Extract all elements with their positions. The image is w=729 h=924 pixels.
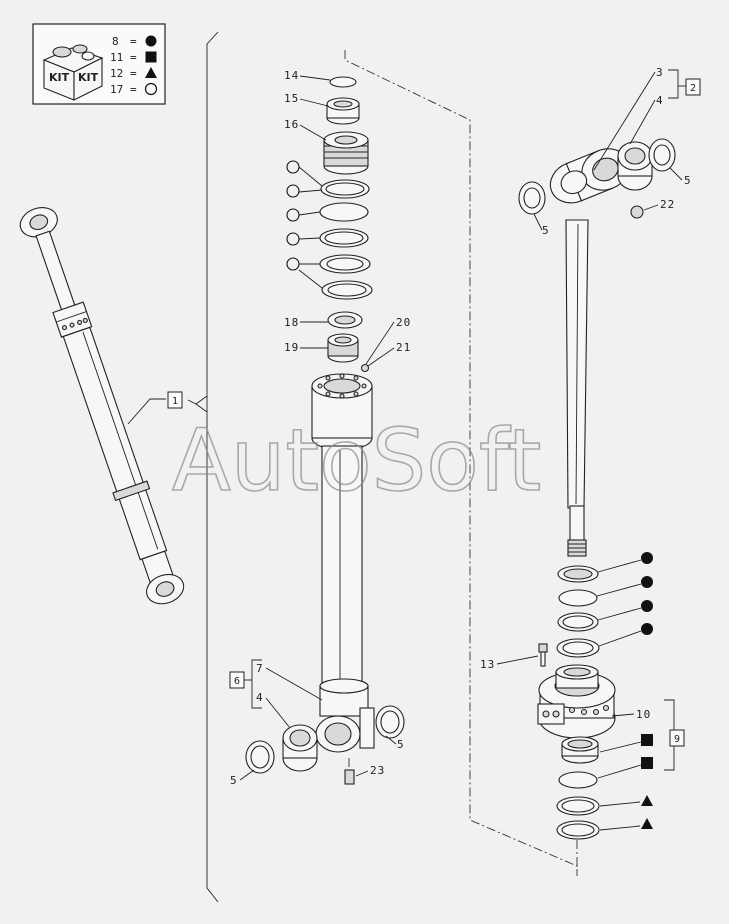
callout-14: 14 bbox=[284, 69, 299, 82]
callout-5: 5 bbox=[542, 224, 550, 237]
callout-box-2 bbox=[685, 78, 701, 96]
open-circle-icon bbox=[144, 82, 158, 96]
callout-5: 5 bbox=[230, 774, 238, 787]
callout-9: 9 bbox=[674, 734, 680, 745]
filled-triangle-icon bbox=[641, 818, 653, 829]
callout-16: 16 bbox=[284, 118, 299, 131]
assembly-axis-center bbox=[344, 50, 578, 876]
wiper-kit-11 bbox=[561, 736, 599, 764]
kit-row-number: 17 bbox=[110, 83, 123, 96]
callout-box-9 bbox=[669, 729, 685, 747]
part-20-21-setscrew bbox=[360, 363, 370, 373]
callout-box-1 bbox=[167, 391, 183, 409]
part-15-bushing bbox=[326, 97, 360, 125]
kit-row-equals: = bbox=[130, 67, 137, 80]
callout-19: 19 bbox=[284, 341, 299, 354]
kit-legend: KIT KIT 8 = 11 = 12 = 17 = bbox=[32, 23, 166, 105]
kit-box-icon: KIT KIT bbox=[42, 44, 104, 101]
part-19-nut bbox=[327, 333, 359, 363]
piston-rod-assembly: 2 3 4 5 5 22 bbox=[518, 66, 701, 557]
callout-13: 13 bbox=[480, 658, 495, 671]
callout-1: 1 bbox=[172, 396, 178, 407]
callout-3: 3 bbox=[656, 66, 664, 79]
group-bracket-1 bbox=[187, 31, 219, 903]
callout-6: 6 bbox=[234, 676, 240, 687]
lower-left-parts: 5 5 23 6 7 4 bbox=[229, 659, 405, 787]
callout-15: 15 bbox=[284, 92, 299, 105]
callout-5: 5 bbox=[397, 738, 405, 751]
callout-5: 5 bbox=[684, 174, 692, 187]
kit-badge-left: KIT bbox=[49, 71, 70, 84]
seal-rings-kit-17 bbox=[286, 160, 373, 300]
seal-parts-kit-11-12: 9 bbox=[556, 699, 685, 840]
callout-10: 10 bbox=[636, 708, 651, 721]
part-23-grease-fitting bbox=[344, 769, 355, 785]
part-5-seal-lower-left bbox=[245, 740, 275, 774]
filled-square-icon bbox=[145, 51, 157, 63]
callout-18: 18 bbox=[284, 316, 299, 329]
part-4-bushing-upper bbox=[617, 141, 653, 191]
kit-row-equals: = bbox=[130, 83, 137, 96]
cylinder-barrel bbox=[311, 373, 375, 785]
kit-legend-row-17: 17 = bbox=[110, 82, 158, 96]
part-18-ring bbox=[327, 311, 363, 329]
callout-20: 20 bbox=[396, 316, 411, 329]
kit-legend-row-12: 12 = bbox=[110, 67, 157, 80]
callout-7: 7 bbox=[256, 662, 264, 675]
center-callouts: 14 15 16 18 19 20 21 bbox=[284, 69, 411, 367]
callout-22: 22 bbox=[660, 198, 675, 211]
kit-row-equals: = bbox=[130, 35, 137, 48]
callout-23: 23 bbox=[370, 764, 385, 777]
callout-4: 4 bbox=[656, 94, 664, 107]
kit-row-number: 11 bbox=[110, 51, 123, 64]
filled-square-icon bbox=[641, 734, 653, 746]
part-5-seal-upper-right bbox=[648, 138, 676, 172]
part-22-grease-fitting bbox=[630, 205, 644, 219]
watermark-text: AutoSoft bbox=[172, 411, 541, 511]
part-4-bushing-lower bbox=[282, 724, 318, 772]
part-16-piston bbox=[323, 131, 369, 175]
kit-row-number: 12 bbox=[110, 67, 123, 80]
part-5-seal-upper-left bbox=[518, 181, 546, 215]
callout-4: 4 bbox=[256, 691, 264, 704]
filled-triangle-icon bbox=[145, 67, 157, 78]
seal-rings-kit-8 bbox=[556, 552, 653, 658]
filled-square-icon bbox=[641, 757, 653, 769]
part-13-bolt: 13 bbox=[480, 643, 548, 671]
kit-badge-right: KIT bbox=[78, 71, 99, 84]
callout-21: 21 bbox=[396, 341, 411, 354]
part-5-seal-lower-right bbox=[375, 705, 405, 739]
kit-legend-row-11: 11 = bbox=[110, 51, 157, 64]
kit-row-equals: = bbox=[130, 51, 137, 64]
assembled-cylinder: 1 bbox=[19, 207, 185, 605]
part-14-ring bbox=[329, 76, 357, 88]
part-10-gland-head: 10 bbox=[537, 664, 651, 739]
callout-2: 2 bbox=[690, 83, 696, 94]
kit-legend-row-8: 8 = bbox=[112, 35, 157, 48]
kit-row-number: 8 bbox=[112, 35, 119, 48]
filled-circle-icon bbox=[145, 35, 157, 47]
filled-triangle-icon bbox=[641, 795, 653, 806]
center-part-stack bbox=[286, 76, 373, 373]
